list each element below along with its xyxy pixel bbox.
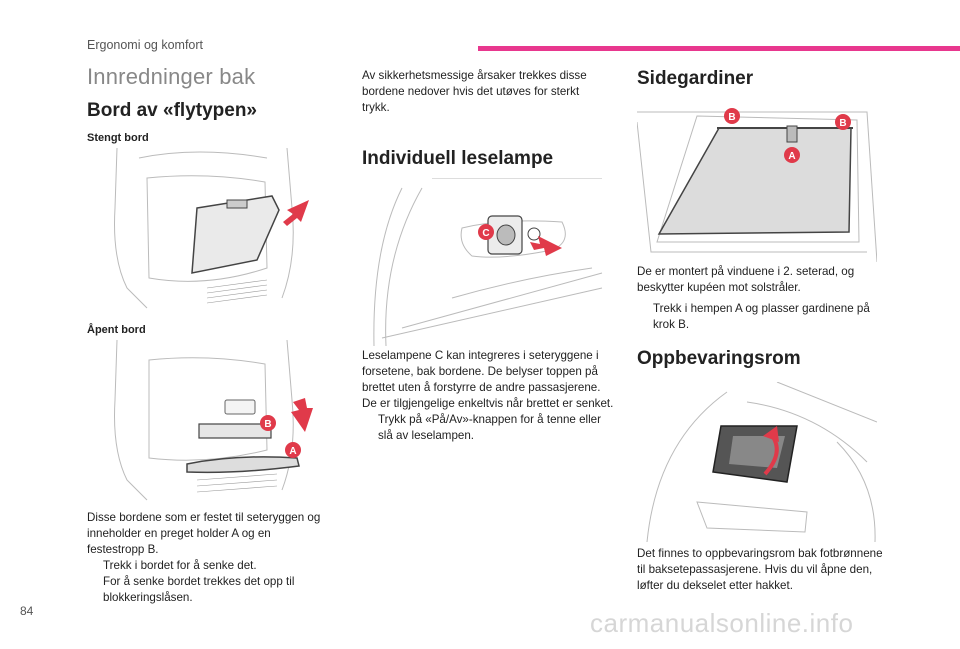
bullet-item: Trekk i bordet for å senke det.	[87, 558, 327, 574]
fly-table-description: Disse bordene som er festet til seterygg…	[87, 510, 327, 606]
reading-lamp-text: Leselampene C kan integreres i seterygge…	[362, 349, 614, 410]
reading-lamp-description: Leselampene C kan integreres i seterygge…	[362, 348, 614, 444]
svg-text:C: C	[482, 228, 489, 239]
side-curtain-text: De er montert på vinduene i 2. seterad, …	[637, 265, 855, 294]
illustration-closed-table	[114, 148, 309, 309]
marker-c-icon: C	[478, 224, 494, 240]
svg-text:B: B	[728, 112, 735, 123]
marker-b-icon: B	[724, 108, 740, 124]
open-table-tray	[186, 456, 300, 474]
bullet-glyph	[87, 574, 97, 606]
illustration-storage	[646, 382, 877, 542]
illustration-open-table: B A	[114, 340, 313, 501]
bullet-glyph	[362, 412, 372, 444]
safety-intro: Av sikkerhetsmessige årsaker trekkes dis…	[362, 69, 587, 114]
storage-description: Det finnes to oppbevaringsrom bak fotbrø…	[637, 547, 883, 592]
bullet-item: Trykk på «På/Av»-knappen for å tenne ell…	[362, 412, 614, 444]
arrow-icon	[530, 236, 562, 256]
arrow-icon	[283, 200, 309, 226]
marker-b-icon: B	[835, 114, 851, 130]
heading-storage: Oppbevaringsrom	[637, 348, 801, 369]
header-accent-bar	[478, 46, 960, 51]
marker-a-icon: A	[784, 147, 800, 163]
svg-text:A: A	[289, 446, 296, 457]
svg-text:B: B	[264, 419, 271, 430]
heading-fly-table: Bord av «flytypen»	[87, 100, 257, 121]
illustration-reading-lamp: C	[373, 178, 603, 346]
heading-side-curtains: Sidegardiner	[637, 68, 754, 89]
svg-text:B: B	[839, 118, 846, 129]
side-curtain-description: De er montert på vinduene i 2. seterad, …	[637, 264, 887, 333]
label-open-table: Åpent bord	[87, 324, 146, 336]
label-closed-table: Stengt bord	[87, 132, 149, 144]
bullet-glyph	[87, 558, 97, 574]
arrow-down-icon	[291, 398, 313, 432]
fly-table-text: Disse bordene som er festet til seterygg…	[87, 511, 321, 556]
page-number: 84	[20, 604, 34, 618]
svg-text:A: A	[788, 151, 795, 162]
bullet-glyph	[637, 301, 647, 333]
heading-reading-lamp: Individuell leselampe	[362, 148, 554, 169]
bullet-item: Trekk i hempen A og plasser gardinene på…	[637, 301, 887, 333]
marker-a-icon: A	[285, 442, 301, 458]
header-section-label: Ergonomi og komfort	[87, 38, 204, 52]
watermark: carmanualsonline.info	[590, 608, 854, 638]
marker-b-icon: B	[260, 415, 276, 431]
section-title: Innredninger bak	[87, 64, 256, 89]
closed-table-panel	[191, 195, 280, 274]
illustration-side-curtain: B B A	[637, 108, 877, 262]
bullet-item: For å senke bordet trekkes det opp til b…	[87, 574, 327, 606]
